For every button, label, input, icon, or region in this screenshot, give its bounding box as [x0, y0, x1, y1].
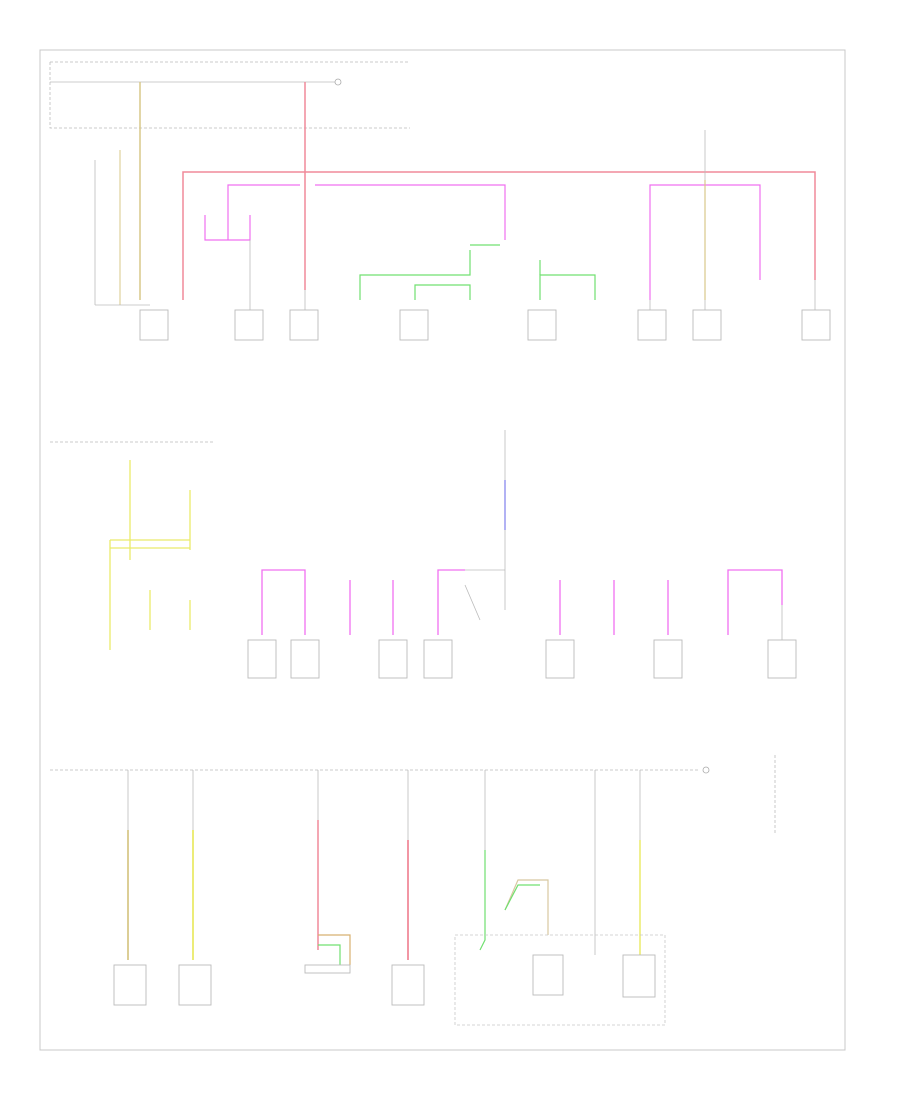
component-box	[692, 309, 722, 341]
top-section	[49, 61, 831, 341]
component-box	[801, 309, 831, 341]
green-network-b	[539, 274, 596, 300]
component-box	[113, 964, 147, 1006]
middle-component-row	[247, 639, 797, 679]
component-box	[532, 954, 564, 996]
bottom-section	[50, 755, 776, 1026]
component-box	[139, 309, 169, 341]
component-box	[767, 639, 797, 679]
top-component-row	[139, 309, 831, 341]
component-box	[399, 309, 429, 341]
component-box	[653, 639, 683, 679]
ground-symbol-icon	[702, 766, 710, 774]
grouped-module-box	[454, 934, 666, 1026]
component-box	[304, 964, 351, 974]
diagram-frame	[39, 49, 846, 1051]
middle-section	[50, 430, 797, 679]
component-box	[545, 639, 575, 679]
component-box	[622, 954, 656, 998]
component-box	[637, 309, 667, 341]
ground-symbol-icon	[334, 78, 342, 86]
component-box	[178, 964, 212, 1006]
component-box	[391, 964, 425, 1006]
component-box	[527, 309, 557, 341]
component-box	[378, 639, 408, 679]
component-box	[290, 639, 320, 679]
component-box	[423, 639, 453, 679]
red-bus-wire	[182, 171, 816, 300]
component-box	[234, 309, 264, 341]
component-box	[289, 309, 319, 341]
component-box	[247, 639, 277, 679]
green-network-a	[359, 250, 471, 300]
bottom-component-row	[113, 954, 656, 1006]
